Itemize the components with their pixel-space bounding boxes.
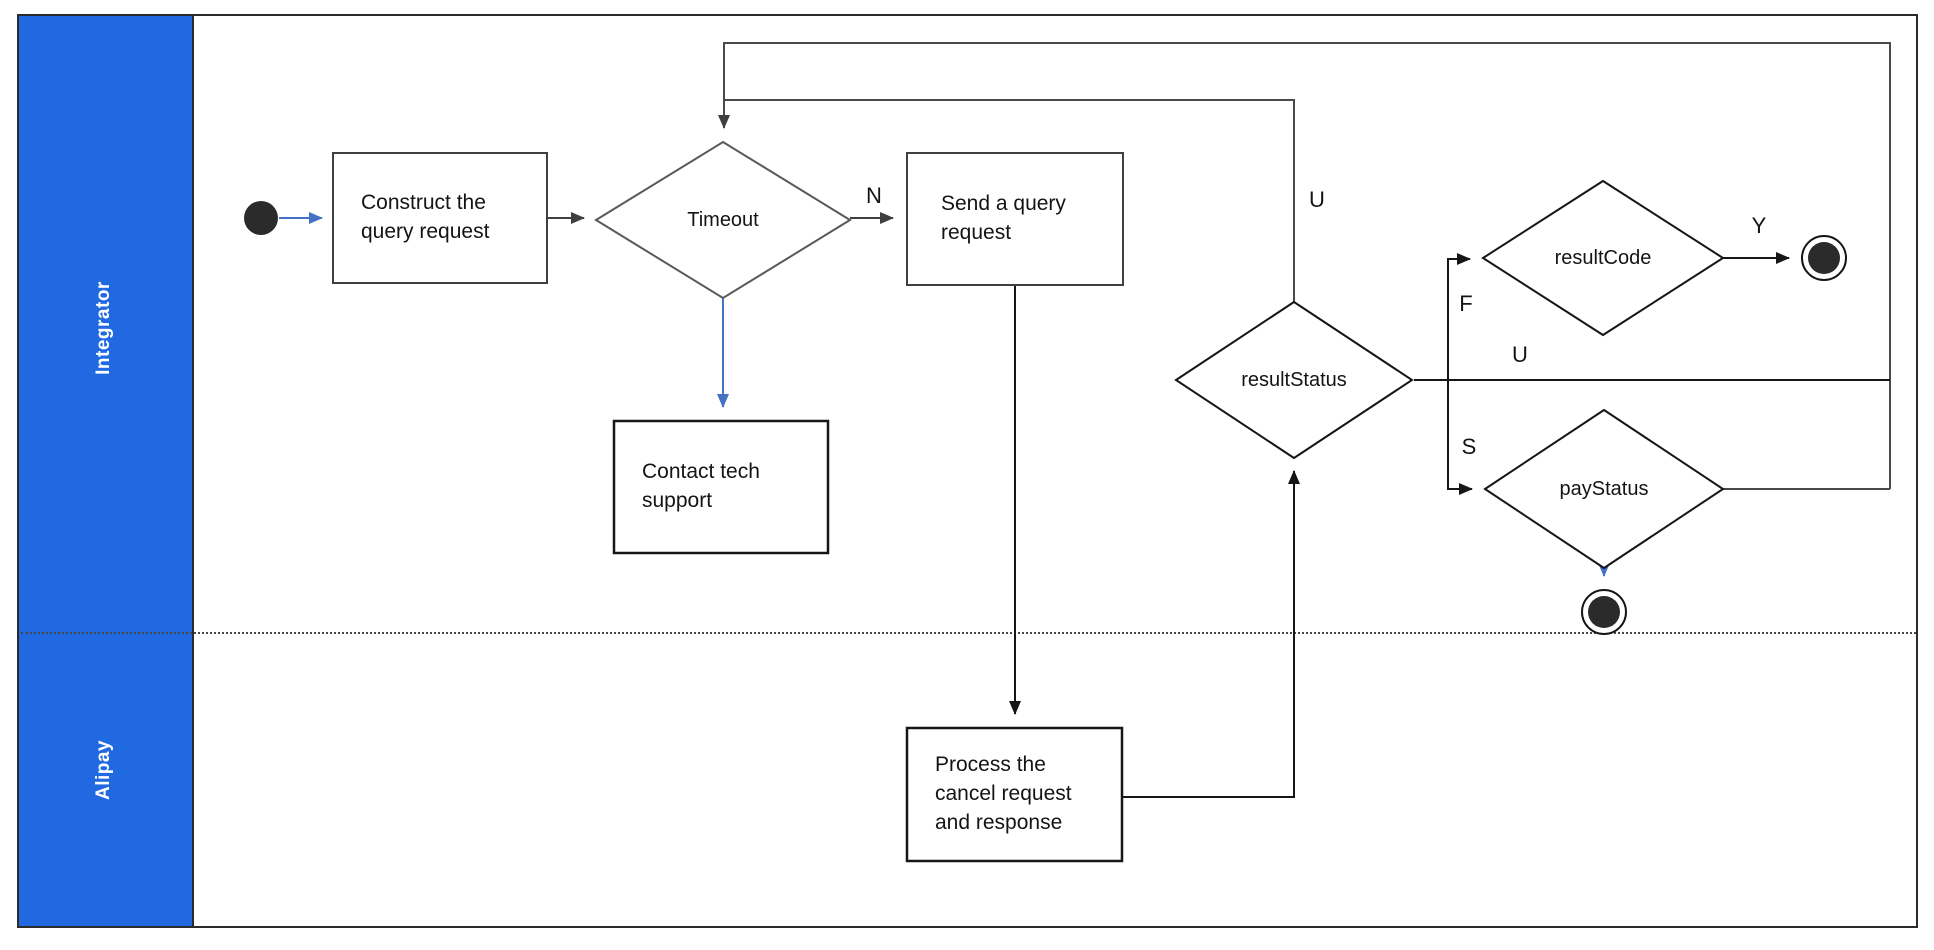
paystatus-label: payStatus (1559, 477, 1649, 500)
edge-label-u-top: U (1309, 187, 1325, 212)
send-query-request-label: Send a query request (941, 192, 1066, 244)
edge-label-u-right: U (1512, 342, 1528, 367)
construct-query-request-label: Construct the query request (361, 191, 490, 243)
edge-label-s: S (1461, 434, 1477, 459)
edge-label-y: Y (1751, 213, 1767, 238)
edge-label-n: N (866, 183, 882, 208)
lane-label-alipay: Alipay (93, 739, 114, 801)
contact-tech-support-label: Contact tech support (642, 460, 760, 512)
resultstatus-label: resultStatus (1241, 368, 1347, 391)
timeout-label: Timeout (687, 208, 759, 231)
process-cancel-request-label: Process the cancel request and response (935, 753, 1072, 834)
lane-header-column (19, 16, 194, 926)
edge-label-f: F (1459, 291, 1473, 316)
lane-divider-dotted-line (21, 632, 1916, 634)
lane-label-integrator: Integrator (93, 281, 114, 375)
resultcode-label: resultCode (1554, 246, 1652, 269)
